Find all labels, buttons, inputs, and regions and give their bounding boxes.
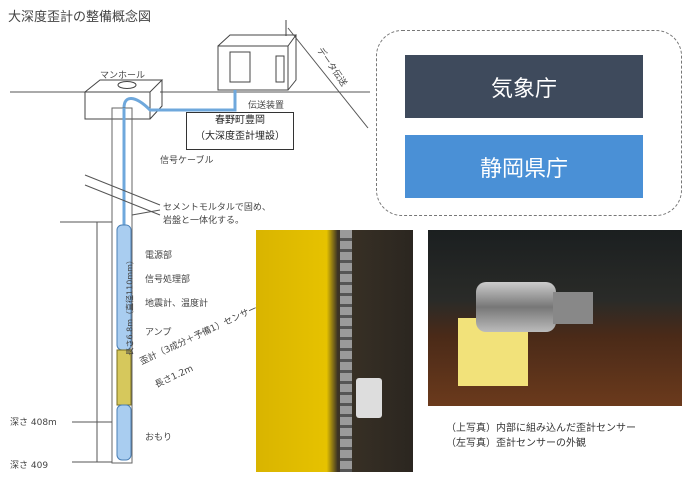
weight-label: おもり (145, 433, 173, 443)
bucket-image (356, 378, 382, 418)
site-label-box: 春野町豊岡 （大深度歪計埋設） (186, 112, 294, 150)
prefecture-box: 静岡県庁 (405, 135, 643, 198)
cable-to-transmitter (122, 90, 237, 112)
depth-408-label: 深さ 408m (10, 418, 57, 428)
break-line (84, 184, 161, 216)
amp-label: アンプ (145, 328, 172, 338)
cement-note-2: 岩盤と一体化する。 (163, 216, 245, 226)
probe-length-label: 長さ6.8m（直径110mm） (125, 256, 135, 356)
site-description: （大深度歪計埋設） (195, 131, 285, 142)
manhole-box (83, 79, 164, 120)
cement-note-1: セメントモルタルで固め、 (163, 203, 271, 213)
seismometer-label: 地震計、温度計 (145, 299, 209, 309)
data-transmission-line (287, 27, 369, 129)
site-name: 春野町豊岡 (215, 115, 265, 126)
caption-left-photo: （左写真）歪計センサーの外観 (446, 438, 586, 449)
sensor-connector-image (553, 292, 593, 324)
break-line (84, 174, 161, 206)
sensor-exterior-photo (256, 230, 413, 472)
depth-409-label: 深さ 409 (10, 461, 49, 471)
caption-top-photo: （上写真）内部に組み込んだ歪計センサー (446, 423, 636, 434)
sensor-cylinder-image (476, 282, 556, 332)
manhole-label: マンホール (100, 71, 146, 81)
signal-cable-label: 信号ケーブル (160, 156, 214, 166)
transmitter-building (217, 20, 297, 91)
agencies-group (376, 30, 682, 216)
signal-processing-label: 信号処理部 (145, 275, 191, 285)
diagram-title: 大深度歪計の整備概念図 (8, 10, 152, 25)
probe (116, 224, 132, 461)
sensor-probe-image (340, 230, 352, 472)
photo-captions: （上写真）内部に組み込んだ歪計センサー （左写真）歪計センサーの外観 (446, 421, 636, 451)
sensor-internal-photo (428, 230, 682, 406)
transmitter-label: 伝送装置 (248, 101, 285, 111)
power-unit-label: 電源部 (145, 251, 173, 261)
jma-box: 気象庁 (405, 55, 643, 118)
borehole (111, 107, 133, 464)
